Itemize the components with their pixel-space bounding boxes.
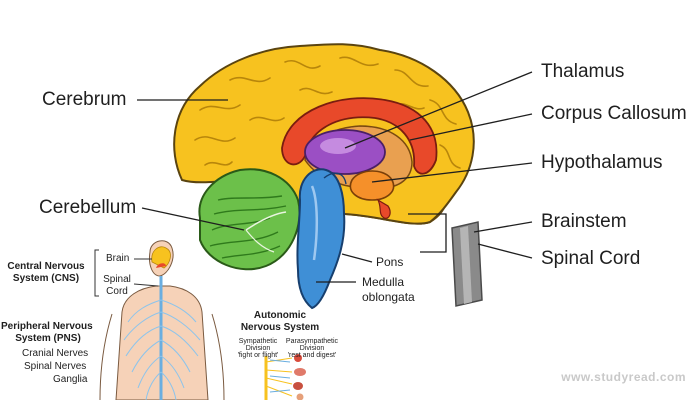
- label-thalamus: Thalamus: [541, 61, 625, 82]
- label-cns-1: Central Nervous: [7, 261, 85, 272]
- label-medulla-2: oblongata: [362, 290, 415, 304]
- label-pns-2: System (PNS): [15, 333, 81, 344]
- hypothalamus-shape: [349, 170, 395, 219]
- label-pons: Pons: [376, 255, 404, 269]
- inset-leaders: [94, 249, 159, 297]
- label-spinal-cord: Spinal Cord: [541, 248, 641, 269]
- label-hypothalamus: Hypothalamus: [541, 152, 663, 173]
- label-sympathetic-2: Division: [245, 345, 271, 352]
- label-corpus-callosum: Corpus Callosum: [541, 103, 687, 124]
- label-spinal-2: Cord: [106, 286, 128, 297]
- label-parasympathetic-2: Division: [299, 345, 325, 352]
- label-cranial-nerves: Cranial Nerves: [22, 348, 89, 359]
- label-ganglia: Ganglia: [53, 374, 88, 385]
- label-brain: Brain: [106, 253, 130, 264]
- label-medulla-1: Medulla: [362, 275, 405, 289]
- label-spinal-1: Spinal: [103, 274, 131, 285]
- spinal-cord-shape: [451, 221, 483, 307]
- label-spinal-nerves: Spinal Nerves: [24, 361, 87, 372]
- label-cerebrum: Cerebrum: [42, 89, 127, 110]
- label-sympathetic-1: Sympathetic: [238, 338, 278, 345]
- gyri-lines: [194, 56, 461, 169]
- label-cns-2: System (CNS): [12, 273, 80, 284]
- label-cerebellum: Cerebellum: [39, 197, 137, 218]
- label-parasympathetic-3: 'rest and digest': [287, 352, 337, 359]
- label-pns-1: Peripheral Nervous: [1, 321, 93, 332]
- label-sympathetic-3: 'fight or flight': [237, 352, 279, 359]
- leader-lines: [137, 71, 533, 283]
- cerebellum-shape: [198, 168, 301, 271]
- watermark: www.studyread.com: [561, 370, 686, 384]
- brainstem-shape: [296, 168, 347, 310]
- label-parasympathetic-1: Parasympathetic: [285, 338, 339, 345]
- label-ans-1: Autonomic: [253, 310, 307, 321]
- label-ans-2: Nervous System: [240, 322, 320, 333]
- body-inset: [99, 240, 225, 400]
- label-brainstem: Brainstem: [541, 211, 627, 232]
- autonomic-diagram: [264, 354, 306, 400]
